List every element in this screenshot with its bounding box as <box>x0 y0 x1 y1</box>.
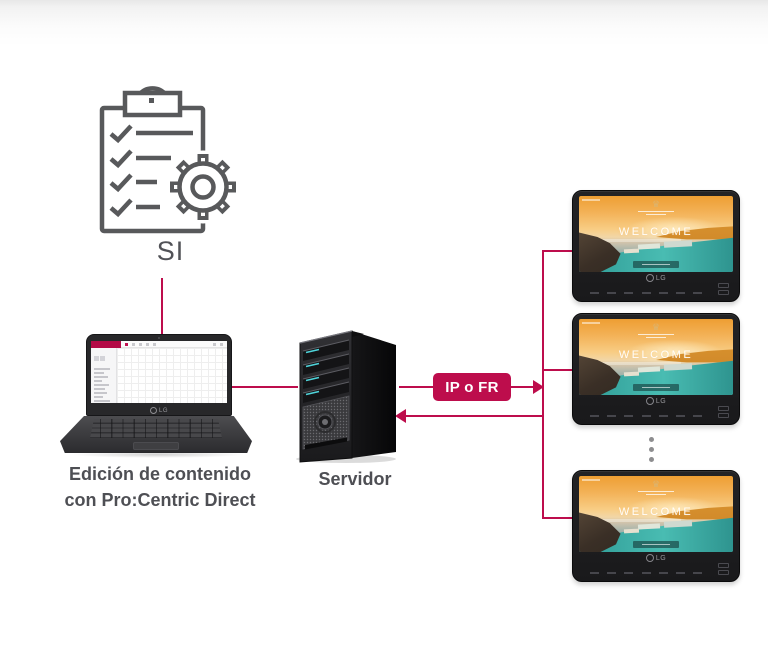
laptop-lg-logo: LG <box>87 407 231 414</box>
editor-caption-line1: Edición de contenido <box>68 464 251 484</box>
tv-control-labels <box>589 572 703 574</box>
tv-control-labels <box>589 292 703 294</box>
crown-icon: ♛ <box>579 323 733 338</box>
welcome-sea <box>579 518 681 522</box>
checklist-rows <box>109 124 193 218</box>
tv-ok-button <box>633 541 679 548</box>
link-type-label: IP o FR <box>445 378 499 396</box>
welcome-sea <box>579 238 681 242</box>
si-label: SI <box>156 236 185 266</box>
connector-stub-tv3 <box>542 517 572 519</box>
server-power-button <box>314 411 336 433</box>
tv-bezel: LG <box>573 271 739 301</box>
laptop-keys <box>90 419 222 438</box>
gear-icon <box>166 150 240 224</box>
resort-building <box>663 363 692 371</box>
tv-channel-tag <box>582 199 600 201</box>
clipboard-checklist-icon <box>99 86 240 234</box>
tv-screen: ♛ WELCOME <box>579 196 733 272</box>
editor-toolbar <box>121 341 227 348</box>
editor-logo-bar <box>91 341 121 348</box>
tv-bezel: LG <box>573 551 739 581</box>
server-tower-icon <box>296 330 396 463</box>
laptop-screen: LG <box>86 334 232 416</box>
connector-tv-bus <box>542 250 544 519</box>
resort-building <box>637 523 660 530</box>
server-bottom-slot <box>305 437 347 450</box>
connector-link-to-tvs <box>511 386 534 388</box>
editor-grid-canvas <box>117 348 227 403</box>
crown-icon: ♛ <box>579 480 733 495</box>
laptop-camera-dot <box>158 337 160 339</box>
tv-lg-logo: LG <box>573 554 739 562</box>
editor-sidebar <box>91 348 117 403</box>
connector-server-to-link-label <box>399 386 433 388</box>
tv-welcome-text: WELCOME <box>618 226 694 239</box>
lg-symbol-icon <box>149 407 157 414</box>
editor-caption: Edición de contenido con Pro:Centric Dir… <box>20 461 300 513</box>
connector-si-to-laptop <box>161 278 163 334</box>
tv-display-1: ♛ WELCOME LG <box>572 190 740 302</box>
tv-screen: ♛ WELCOME <box>579 319 733 395</box>
tv-ok-button <box>633 384 679 391</box>
resort-building <box>637 243 660 250</box>
clip-dot <box>149 98 154 103</box>
tv-control-labels <box>589 415 703 417</box>
lg-symbol-icon <box>645 554 654 562</box>
connector-stub-tv1 <box>542 250 572 252</box>
laptop-shadow <box>70 451 245 458</box>
tv-indicator <box>718 281 729 295</box>
lg-symbol-icon <box>645 397 654 405</box>
laptop-keyboard-deck <box>60 416 252 453</box>
server-caption: Servidor <box>318 469 392 489</box>
procentric-editor-ui <box>91 341 227 403</box>
welcome-sea <box>579 361 681 365</box>
resort-building <box>637 366 660 373</box>
connector-laptop-to-server <box>220 386 298 388</box>
tv-channel-tag <box>582 322 600 324</box>
tv-screen: ♛ WELCOME <box>579 476 733 552</box>
editor-caption-line2: con Pro:Centric Direct <box>64 490 256 510</box>
resort-building <box>663 520 692 528</box>
top-gradient-band <box>0 0 768 46</box>
tv-welcome-text: WELCOME <box>618 349 694 362</box>
more-displays-ellipsis-icon <box>649 437 654 467</box>
tv-display-3: ♛ WELCOME LG <box>572 470 740 582</box>
connector-stub-tv2 <box>542 369 572 371</box>
link-type-badge: IP o FR <box>433 373 511 401</box>
arrowhead-left-icon <box>395 409 406 423</box>
connector-return-line <box>404 415 543 417</box>
tv-ok-button <box>633 261 679 268</box>
arrowhead-right-icon <box>533 380 544 394</box>
crown-icon: ♛ <box>579 200 733 215</box>
resort-building <box>663 240 692 248</box>
tv-channel-tag <box>582 479 600 481</box>
tv-lg-logo: LG <box>573 397 739 405</box>
tv-welcome-text: WELCOME <box>618 506 694 519</box>
tv-bezel: LG <box>573 394 739 424</box>
laptop-touchpad <box>133 442 179 450</box>
tv-indicator <box>718 404 729 418</box>
server-drive-bays <box>302 339 350 403</box>
tv-indicator <box>718 561 729 575</box>
tv-display-2: ♛ WELCOME LG <box>572 313 740 425</box>
tv-lg-logo: LG <box>573 274 739 282</box>
lg-symbol-icon <box>645 274 654 282</box>
